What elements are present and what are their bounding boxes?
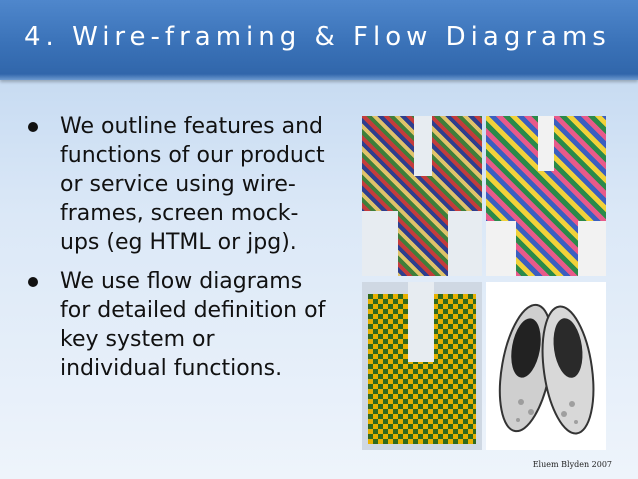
bullet-item: We use flow diagrams for detailed defini… <box>28 267 328 383</box>
bullet-dot-icon <box>28 277 38 287</box>
shoes-image <box>486 282 606 450</box>
bullet-text: We use flow diagrams for detailed defini… <box>60 269 326 381</box>
checkered-fabric-image <box>362 282 482 450</box>
title-bar: 4. Wire-framing & Flow Diagrams <box>0 0 638 80</box>
bullet-dot-icon <box>28 122 38 132</box>
patterned-fabric-image <box>486 116 606 276</box>
slide-title: 4. Wire-framing & Flow Diagrams <box>24 22 611 52</box>
bullet-list: We outline features and functions of our… <box>28 112 328 393</box>
bullet-item: We outline features and functions of our… <box>28 112 328 257</box>
embroidered-fabric-image <box>362 116 482 276</box>
bullet-text: We outline features and functions of our… <box>60 114 325 255</box>
footer-credit: Eluem Blyden 2007 <box>532 460 612 469</box>
photo-collage <box>362 116 606 450</box>
